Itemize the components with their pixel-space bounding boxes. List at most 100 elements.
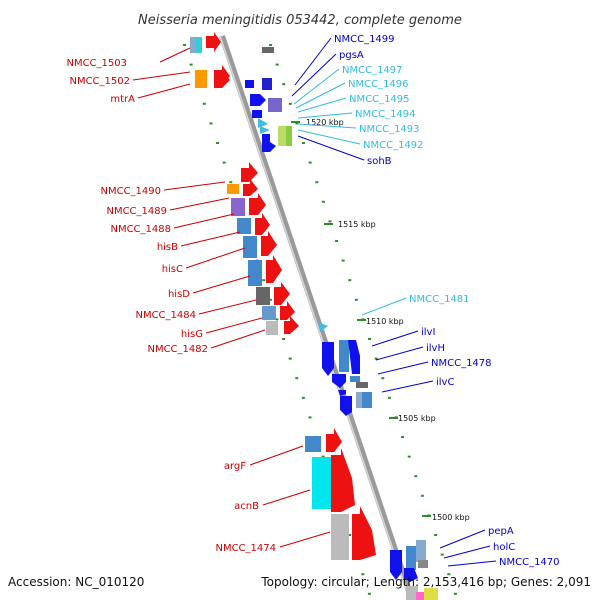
gene-arrow bbox=[261, 231, 277, 256]
gene-label: NMCC_1499 bbox=[334, 34, 395, 45]
gene-arrow bbox=[258, 118, 268, 128]
gene-arrow bbox=[284, 316, 299, 334]
gene-arrow bbox=[245, 80, 254, 88]
gene-label: NMCC_1502 bbox=[69, 76, 130, 87]
gene-feature bbox=[262, 47, 274, 53]
gene-label: NMCC_1470 bbox=[499, 557, 560, 568]
gene-arrow bbox=[338, 390, 346, 396]
gene-arrow bbox=[241, 162, 258, 182]
genome-backbone bbox=[219, 35, 415, 600]
gene-label: pepA bbox=[488, 526, 514, 537]
gene-arrow bbox=[274, 282, 290, 305]
gene-label: ilvH bbox=[426, 343, 445, 354]
scale-label: 1505 kbp bbox=[398, 414, 436, 423]
gene-label: hisG bbox=[181, 329, 203, 340]
gene-feature bbox=[196, 37, 202, 53]
gene-feature bbox=[195, 70, 207, 88]
accession-text: Accession: NC_010120 bbox=[8, 575, 144, 589]
gene-label: NMCC_1482 bbox=[147, 344, 208, 355]
gene-feature bbox=[227, 184, 239, 194]
gene-arrow bbox=[260, 126, 270, 134]
gene-arrow bbox=[332, 374, 346, 388]
gene-arrow bbox=[318, 322, 328, 332]
gene-label: NMCC_1497 bbox=[342, 65, 403, 76]
gene-arrow bbox=[206, 32, 221, 52]
gene-label: NMCC_1493 bbox=[359, 124, 420, 135]
gene-feature bbox=[256, 287, 270, 305]
gene-arrow bbox=[280, 301, 295, 320]
scale-label: 1510 kbp bbox=[366, 317, 404, 326]
gene-feature bbox=[406, 586, 418, 600]
gene-arrow bbox=[390, 550, 402, 580]
gene-label: pgsA bbox=[339, 50, 364, 61]
gene-arrow bbox=[352, 506, 376, 560]
gene-feature bbox=[231, 198, 245, 216]
gene-arrow bbox=[404, 568, 418, 582]
gene-arrow bbox=[243, 179, 258, 196]
gene-feature bbox=[339, 340, 349, 372]
gene-arrow bbox=[249, 193, 266, 215]
gene-arrow bbox=[214, 70, 230, 88]
gene-label: mtrA bbox=[110, 94, 135, 105]
gene-feature bbox=[350, 376, 360, 382]
gene-label: NMCC_1484 bbox=[135, 310, 196, 321]
gene-label: NMCC_1490 bbox=[100, 186, 161, 197]
map-title: Neisseria meningitidis 053442, complete … bbox=[138, 13, 462, 28]
gene-feature bbox=[237, 218, 251, 234]
gene-feature bbox=[406, 546, 416, 570]
gene-arrow bbox=[252, 110, 262, 118]
gene-arrow bbox=[326, 428, 342, 452]
scale-label: 1515 kbp bbox=[338, 220, 376, 229]
gene-feature bbox=[356, 392, 366, 408]
gene-label: NMCC_1489 bbox=[106, 206, 167, 217]
right-label-group: NMCC_1499 pgsA NMCC_1497 NMCC_1496 NMCC_… bbox=[291, 34, 560, 568]
gene-label: NMCC_1492 bbox=[363, 140, 424, 151]
gene-feature bbox=[418, 560, 428, 568]
gene-label: sohB bbox=[367, 156, 392, 167]
scale-label: 1500 kbp bbox=[432, 513, 470, 522]
gene-feature bbox=[262, 78, 272, 90]
gene-label: ilvC bbox=[436, 377, 454, 388]
gene-arrow bbox=[255, 213, 270, 235]
gene-feature bbox=[243, 236, 257, 258]
gene-feature bbox=[424, 588, 438, 600]
gene-label: hisC bbox=[162, 264, 183, 275]
gene-label: holC bbox=[493, 542, 515, 553]
gene-feature bbox=[416, 540, 426, 562]
left-label-group: NMCC_1503 NMCC_1502 mtrA NMCC_1490 NMCC_… bbox=[66, 47, 331, 554]
gene-label: NMCC_1496 bbox=[348, 79, 409, 90]
gene-label: NMCC_1488 bbox=[110, 224, 171, 235]
gene-arrow bbox=[340, 396, 352, 416]
gene-label: ilvI bbox=[421, 327, 435, 338]
gene-label: NMCC_1474 bbox=[215, 543, 276, 554]
gene-arrow bbox=[322, 342, 334, 376]
gene-feature bbox=[312, 457, 334, 509]
gene-feature bbox=[331, 514, 349, 560]
gene-arrow bbox=[331, 448, 355, 512]
left-genes bbox=[190, 32, 376, 560]
gene-label: NMCC_1495 bbox=[349, 94, 410, 105]
scale-labels: 1520 kbp 1515 kbp 1510 kbp 1505 kbp 1500… bbox=[291, 118, 470, 522]
genome-backbone-highlight bbox=[219, 35, 411, 600]
gene-feature bbox=[286, 126, 292, 146]
gene-arrow bbox=[266, 255, 282, 283]
gene-label: NMCC_1481 bbox=[409, 294, 470, 305]
gene-label: hisB bbox=[157, 242, 178, 253]
gene-feature bbox=[356, 382, 368, 388]
topology-text: Topology: circular; Length: 2,153,416 bp… bbox=[260, 575, 591, 589]
gene-feature bbox=[278, 126, 286, 146]
gene-label: NMCC_1503 bbox=[66, 58, 127, 69]
gene-label: NMCC_1478 bbox=[431, 358, 492, 369]
gene-label: hisD bbox=[168, 289, 190, 300]
gene-feature bbox=[268, 98, 282, 112]
gene-arrow bbox=[250, 94, 266, 106]
gene-feature bbox=[416, 592, 424, 600]
scale-label: 1520 kbp bbox=[306, 118, 344, 127]
gene-label: NMCC_1494 bbox=[355, 109, 416, 120]
gene-arrow bbox=[348, 340, 360, 374]
gene-label: argF bbox=[224, 461, 246, 472]
gene-feature bbox=[266, 321, 278, 335]
gene-label: acnB bbox=[234, 501, 259, 512]
right-genes bbox=[245, 47, 438, 600]
